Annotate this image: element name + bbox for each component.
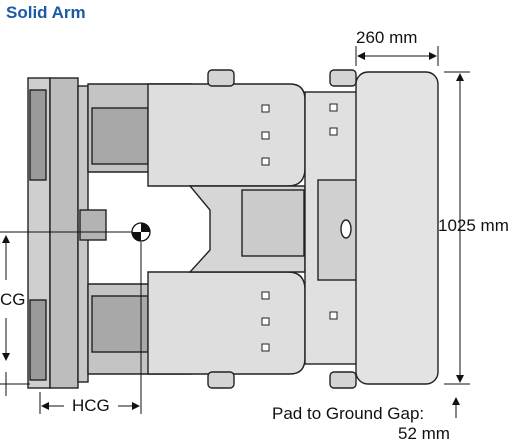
upper-arm <box>147 83 306 187</box>
lower-arm <box>147 271 306 375</box>
pad-gap-label: Pad to Ground Gap: <box>272 404 425 423</box>
mast-inner-plate <box>49 77 79 389</box>
height-dimension: 1025 mm <box>438 216 509 235</box>
dimension-lines <box>0 46 470 418</box>
hcg-dimension: HCG <box>72 396 110 415</box>
contact-pad <box>355 71 439 385</box>
center-valve-block <box>79 209 107 241</box>
upper-cylinder <box>91 107 149 165</box>
diagram-title: Solid Arm <box>6 3 86 22</box>
pad-gap-value: 52 mm <box>398 424 450 443</box>
pad-width-dimension: 260 mm <box>356 28 418 47</box>
lower-cylinder <box>91 295 149 353</box>
vcg-dimension: CG <box>0 290 26 309</box>
cg-symbol <box>131 222 151 242</box>
clamp-drawing <box>27 69 439 389</box>
